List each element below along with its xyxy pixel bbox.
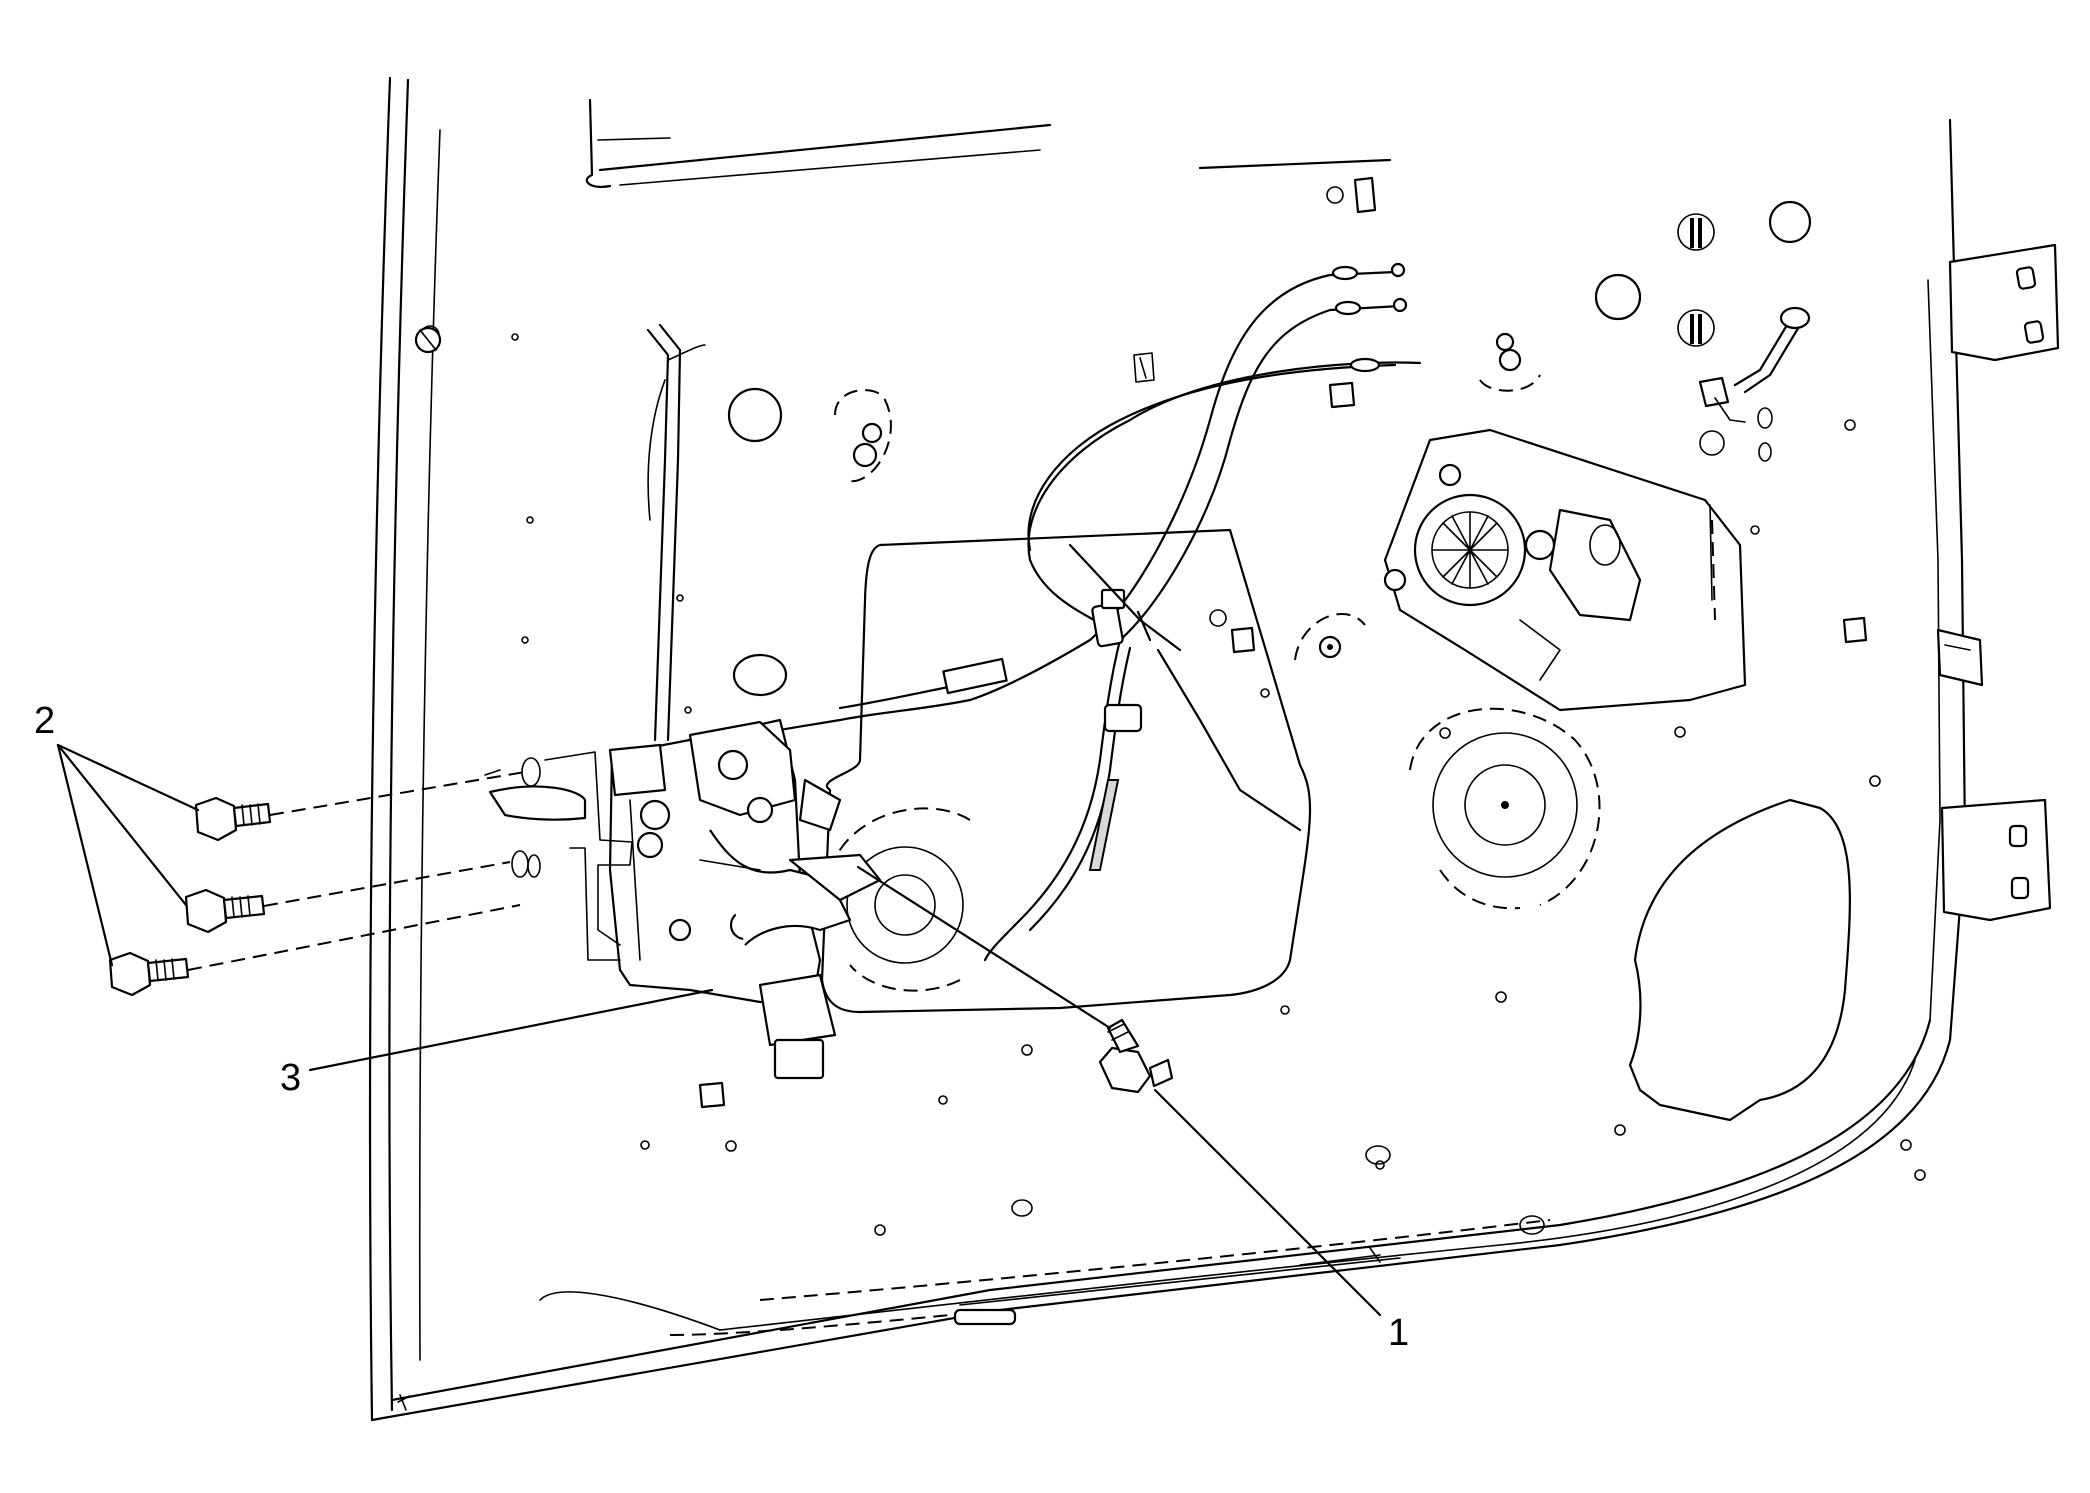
lock-cables: [778, 262, 1422, 962]
callout-label-1: 1: [1388, 1312, 1409, 1354]
access-holes: [420, 176, 1868, 1235]
callout-label-3: 3: [280, 1057, 301, 1099]
latch-wiring: [646, 323, 706, 742]
bolt-icon: [184, 888, 266, 934]
pushpin-fasteners: [414, 326, 1541, 661]
door-lock-actuator-icon: [608, 718, 882, 1080]
large-access-cutout: [820, 528, 1312, 1014]
bolt-icon: [108, 951, 190, 997]
callout-label-2: 2: [34, 700, 55, 742]
door-inner-panel: [368, 76, 1967, 1422]
door-hinge-upper: [1948, 243, 2060, 362]
lock-gasket: [484, 751, 633, 961]
speaker-mount: [1409, 707, 1601, 910]
window-regulator-motor-icon: [1383, 428, 1747, 712]
callout-2: 2: [34, 700, 200, 967]
bolt-alignment-lines: [187, 771, 526, 971]
front-speaker-mount: [829, 807, 971, 992]
door-check-link: [1936, 628, 1984, 687]
lower-access-cutout: [1628, 798, 1851, 1122]
callout-3: 3: [280, 988, 714, 1099]
door-hinge-lower: [1940, 798, 2052, 922]
bolt-alignment-line-1: [856, 865, 1112, 1030]
callout-1: 1: [1153, 1088, 1409, 1354]
pierce-holes: [511, 333, 1926, 1236]
bolt-icon: [194, 796, 272, 842]
wiring-connector: [1698, 306, 1811, 423]
bolt-icon: [1098, 1018, 1174, 1094]
